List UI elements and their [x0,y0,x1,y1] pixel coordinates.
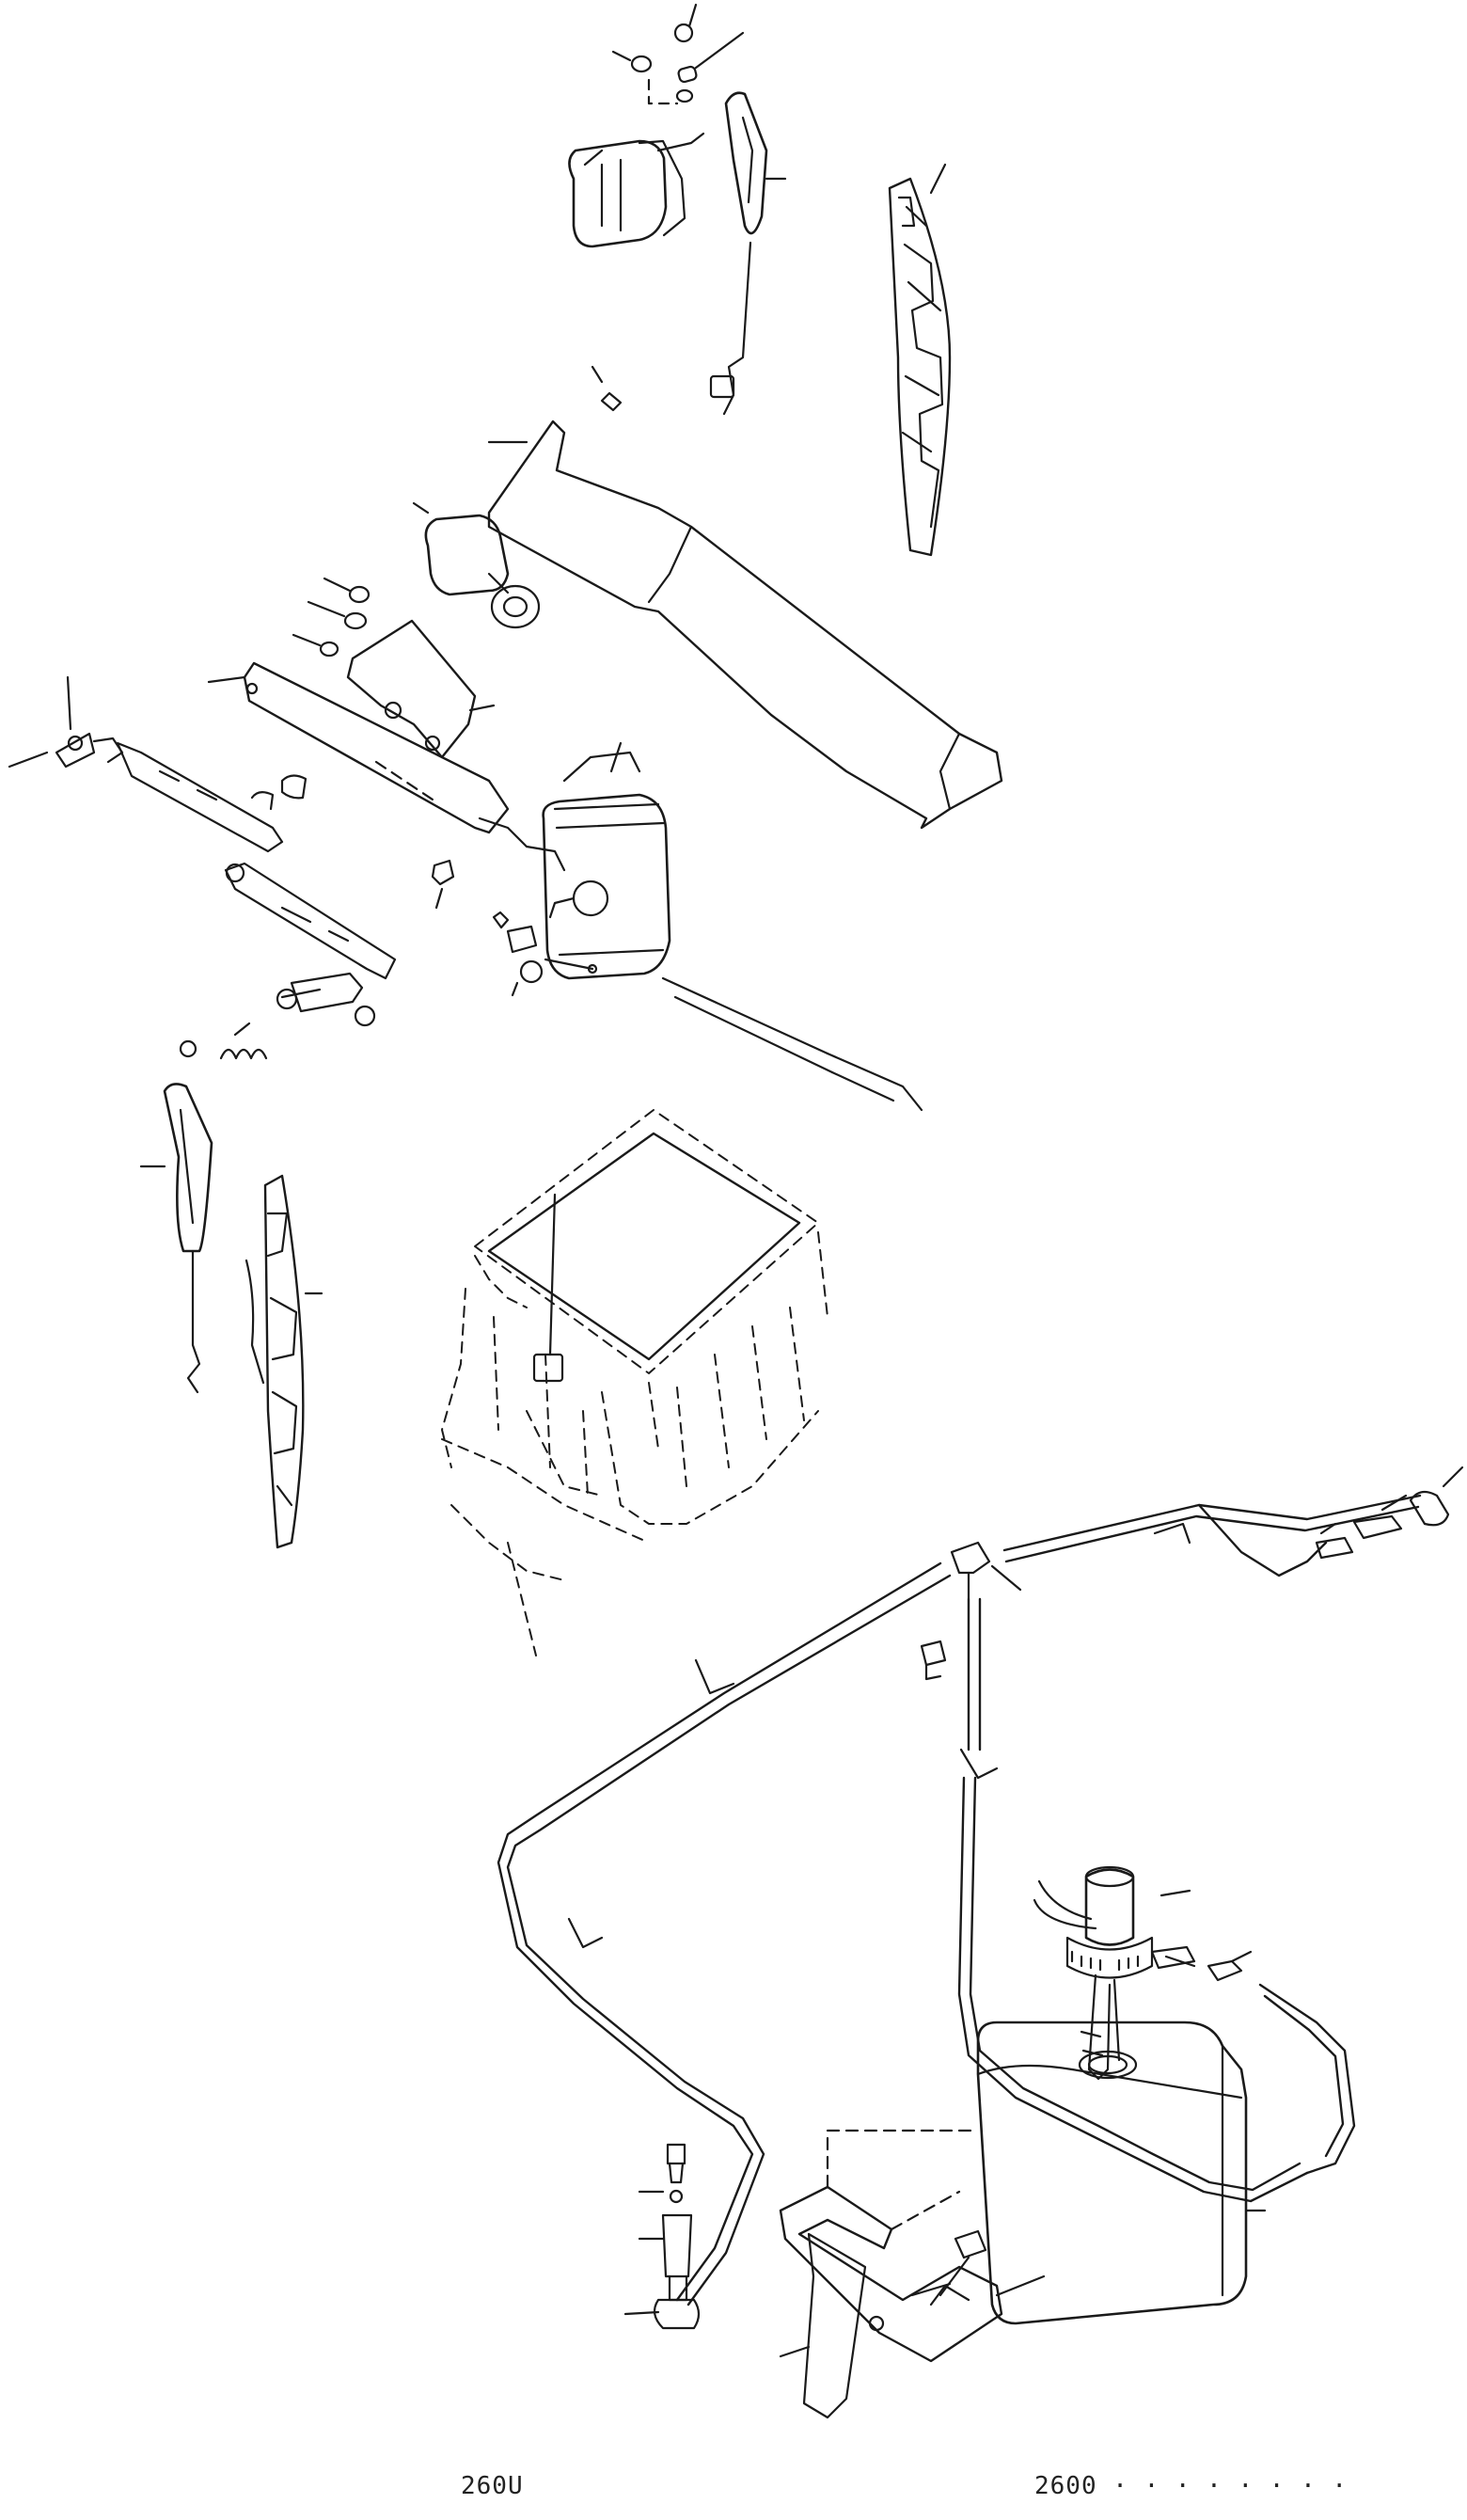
bracket-washer-1 [308,602,366,628]
front-washer-motor-unit [544,743,670,978]
rear-wiper-arm [711,93,785,414]
bracket-bolt [912,2231,986,2295]
footer-right-label: 2600 · · · · · · · · [1034,2472,1349,2500]
rear-wiper-blade [890,165,950,555]
cab-control-box [534,1195,562,1381]
linkage-springs [181,1023,266,1058]
footer-left-label: 260U [461,2472,524,2500]
washer-pump [1034,1867,1194,2079]
linkage-clip-1 [252,775,306,809]
lower-nozzle-assembly [625,2145,699,2328]
cab-outline [442,1110,828,1656]
front-cover-panel [489,421,1002,828]
washer-nozzle-right [1317,1467,1462,1558]
hose-arrow-1 [696,1660,734,1693]
rear-bolt [592,367,621,410]
washer-tank [978,2022,1265,2323]
left-wiper-blade [246,1176,322,1547]
front-motor-bracket [348,621,494,757]
bracket-nut-1 [324,578,369,602]
washer-hose-upper-right [1004,1496,1420,1576]
lower-panel-strip [663,978,922,1110]
small-fitting [922,1641,945,1679]
pump-nozzle [1166,1952,1251,1980]
top-washer [613,52,651,71]
top-bushing [677,33,743,102]
washer-hose-long-diagonal [498,1563,950,2305]
washer-clip-lower [494,912,596,995]
pump-outlet-hose [1260,1985,1354,2173]
mount-screw [433,861,453,908]
washer-hose-vertical [959,1599,1307,2201]
front-wiper-motor [414,503,539,627]
top-nut [675,5,696,41]
hose-t-joint [952,1543,1020,1599]
left-linkage-arm [277,974,374,1025]
left-pivot [9,677,122,767]
bracket-nut-2 [293,635,338,656]
rear-wiper-motor [569,134,703,246]
linkage-rod-upper [118,743,282,851]
tank-bracket [781,2131,1044,2417]
hose-arrow-2 [569,1919,602,1947]
linkage-rod-lower [226,864,395,978]
cab-roof-solid [489,1133,799,1359]
hose-arrow-4 [961,1750,997,1778]
left-wiper-arm [141,1084,212,1392]
rear-wiper-assembly [569,5,950,555]
hose-arrow-3 [1155,1524,1190,1543]
wiper-base-plate [209,663,564,870]
